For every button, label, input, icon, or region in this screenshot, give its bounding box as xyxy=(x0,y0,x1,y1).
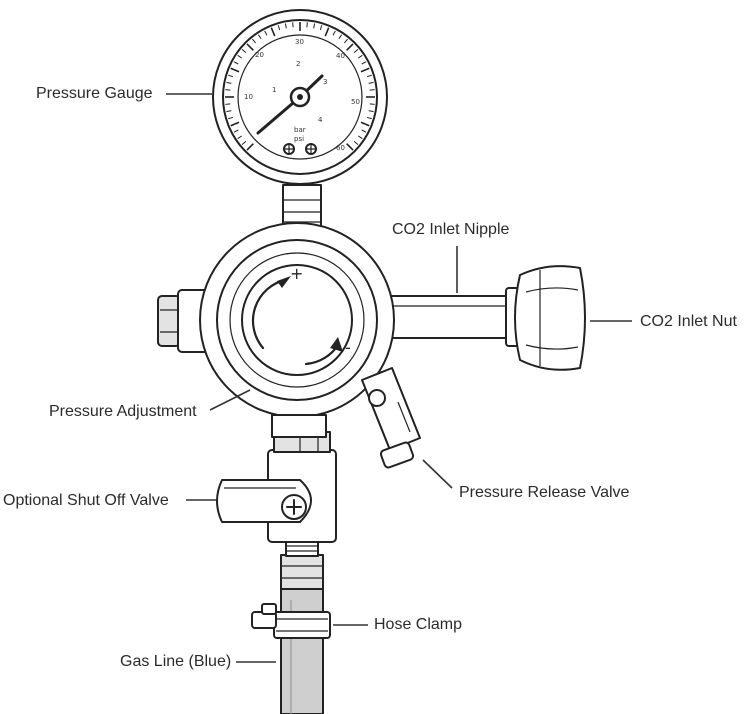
gauge-tick xyxy=(241,49,247,53)
gauge-tick xyxy=(366,116,372,120)
gauge-tick xyxy=(284,23,287,29)
label-optional-shut-off-valve: Optional Shut Off Valve xyxy=(3,492,169,509)
gauge-tick xyxy=(361,129,367,133)
gauge-unit-bar: bar xyxy=(294,126,306,134)
hose-clamp xyxy=(251,603,331,639)
gauge-tick xyxy=(228,116,234,120)
gauge-inner-4: 4 xyxy=(318,116,323,124)
co2-inlet-nut xyxy=(514,265,586,371)
gauge-tick xyxy=(228,74,234,78)
gauge-tick xyxy=(257,34,262,40)
gauge-tick xyxy=(353,141,359,145)
label-co2-inlet-nipple: CO2 Inlet Nipple xyxy=(392,221,510,238)
gauge-tick xyxy=(241,141,247,145)
gauge-tick xyxy=(368,110,374,113)
label-pressure-adjustment: Pressure Adjustment xyxy=(49,403,197,420)
regulator-body xyxy=(199,222,395,438)
gauge-inner-2: 2 xyxy=(296,60,300,68)
pressure-gauge: 20 30 40 50 60 10 1 2 3 4 bar psi xyxy=(212,9,388,185)
label-pressure-release-valve: Pressure Release Valve xyxy=(459,484,630,501)
gauge-tick xyxy=(338,34,343,40)
gauge-outer-40: 40 xyxy=(336,52,345,60)
gauge-tick xyxy=(233,61,239,65)
gauge-tick xyxy=(270,27,276,37)
gauge-outer-60: 60 xyxy=(336,144,345,152)
leader-lines xyxy=(166,93,632,663)
gauge-unit-psi: psi xyxy=(294,135,304,143)
gauge-tick xyxy=(237,54,243,59)
gauge-inner-3: 3 xyxy=(323,78,327,86)
gauge-tick xyxy=(357,54,363,59)
gauge-tick xyxy=(252,38,256,44)
gauge-tick xyxy=(360,67,370,73)
adjust-direction-arrows: + - xyxy=(251,264,351,366)
knob-plus-mark: + xyxy=(290,264,303,283)
gas-line-hose xyxy=(280,587,324,714)
gauge-tick xyxy=(346,43,354,51)
gauge-outer-30: 30 xyxy=(295,38,304,46)
gauge-inner-10: 10 xyxy=(244,93,253,101)
gauge-tick xyxy=(353,49,359,53)
gauge-tick xyxy=(361,61,367,65)
gauge-tick xyxy=(226,81,232,84)
gauge-ticks xyxy=(225,22,375,151)
gauge-tick xyxy=(366,74,372,78)
pressure-release-valve xyxy=(361,367,421,469)
label-gas-line: Gas Line (Blue) xyxy=(120,653,232,670)
shut-off-valve-body xyxy=(216,431,337,543)
gauge-tick xyxy=(319,25,323,31)
gauge-outer-50: 50 xyxy=(351,98,360,106)
gauge-tick xyxy=(233,129,239,133)
hose-barb-fitting xyxy=(280,539,324,590)
gauge-inner-1: 1 xyxy=(272,86,276,94)
gauge-tick xyxy=(332,30,336,36)
leader-pressure-adjustment xyxy=(209,389,251,411)
leader-pressure-release-valve xyxy=(422,459,453,489)
gauge-tick xyxy=(226,110,232,113)
gauge-tick xyxy=(324,27,330,37)
label-co2-inlet-nut: CO2 Inlet Nut xyxy=(640,313,737,330)
knob-minus-mark: - xyxy=(345,338,351,357)
gauge-tick xyxy=(277,25,281,31)
gauge-outer-20: 20 xyxy=(255,51,264,59)
gauge-tick xyxy=(264,30,268,36)
gauge-tick xyxy=(246,143,254,151)
gauge-tick xyxy=(346,143,354,151)
gauge-tick xyxy=(230,67,240,73)
label-pressure-gauge: Pressure Gauge xyxy=(36,85,153,102)
label-hose-clamp: Hose Clamp xyxy=(374,616,463,633)
gauge-tick xyxy=(237,135,243,140)
gauge-tick xyxy=(313,23,316,29)
co2-inlet-nipple xyxy=(377,287,527,347)
gauge-tick xyxy=(230,121,240,127)
gauge-tick xyxy=(360,121,370,127)
gauge-tick xyxy=(246,43,254,51)
gauge-tick xyxy=(368,81,374,84)
gauge-tick xyxy=(344,38,348,44)
gauge-tick xyxy=(357,135,363,140)
